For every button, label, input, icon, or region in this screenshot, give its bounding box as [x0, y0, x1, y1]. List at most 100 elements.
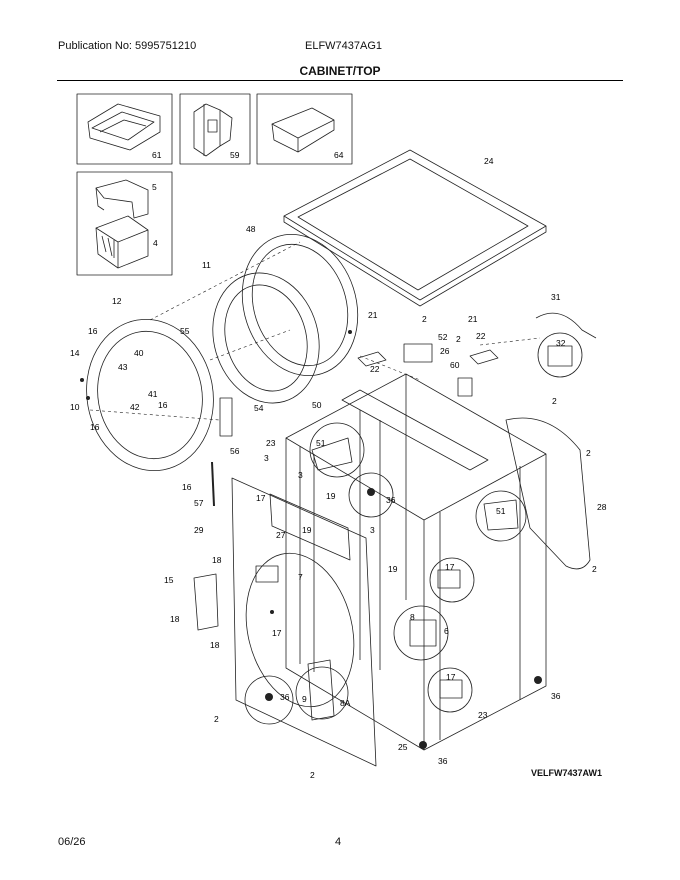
part-22-left	[357, 351, 387, 367]
callout-36: 36	[386, 495, 396, 505]
callout-12: 12	[112, 296, 122, 306]
model-number: ELFW7437AG1	[305, 40, 383, 52]
footer-date: 06/26	[58, 836, 86, 848]
callout-15: 15	[164, 575, 174, 585]
callout-26: 26	[440, 346, 450, 356]
callout-2: 2	[214, 714, 219, 724]
inset-box-64	[256, 93, 353, 165]
callout-54: 54	[254, 403, 264, 413]
callout-50: 50	[312, 400, 322, 410]
detail-circle-32	[537, 332, 583, 378]
page-number: 4	[335, 836, 342, 848]
callout-23: 23	[478, 710, 488, 720]
callout-48: 48	[246, 224, 256, 234]
callout-36: 36	[438, 756, 448, 766]
part-59-illustration	[193, 103, 233, 157]
detail-circle-9-8a	[295, 666, 349, 720]
detail-circle-8-6	[393, 605, 449, 661]
top-panel	[283, 149, 547, 307]
detail-circle-36-top	[348, 472, 394, 518]
callout-10: 10	[70, 402, 80, 412]
outer-door	[86, 318, 214, 472]
front-panel	[231, 477, 377, 767]
hinge-rod	[211, 461, 215, 507]
callout-6: 6	[444, 626, 449, 636]
callout-28: 28	[597, 502, 607, 512]
callout-16: 16	[90, 422, 100, 432]
top-rail	[341, 389, 489, 471]
detail-circle-51-right	[475, 490, 527, 542]
callout-3: 3	[264, 453, 269, 463]
detail-circle-36-left	[244, 675, 294, 725]
callout-17: 17	[445, 562, 455, 572]
callout-16: 16	[88, 326, 98, 336]
door-glass	[212, 272, 320, 404]
publication-number: Publication No: 5995751210	[58, 40, 197, 52]
callout-18: 18	[212, 555, 222, 565]
callout-40: 40	[134, 348, 144, 358]
callout-22: 22	[476, 331, 486, 341]
cabinet-body	[285, 373, 547, 751]
callout-42: 42	[130, 402, 140, 412]
callout-22: 22	[370, 364, 380, 374]
callout-55: 55	[180, 326, 190, 336]
detail-circle-17-top	[429, 557, 475, 603]
header-rule	[57, 80, 623, 81]
callout-52: 52	[438, 332, 448, 342]
detail-circle-17-bottom	[427, 667, 473, 713]
part-52-box	[403, 343, 433, 363]
callout-3: 3	[370, 525, 375, 535]
callout-3: 3	[298, 470, 303, 480]
callout-23: 23	[266, 438, 276, 448]
callout-31: 31	[551, 292, 561, 302]
callout-8: 8	[410, 612, 415, 622]
callout-27: 27	[276, 530, 286, 540]
callout-17: 17	[256, 493, 266, 503]
bracket-15	[193, 573, 219, 631]
callout-51: 51	[496, 506, 506, 516]
callout-43: 43	[118, 362, 128, 372]
part-8-body	[409, 619, 437, 647]
callout-2: 2	[456, 334, 461, 344]
callout-11: 11	[202, 260, 211, 270]
part-27	[255, 565, 279, 583]
assembly-lines	[89, 241, 541, 421]
callout-2: 2	[310, 770, 315, 780]
callout-14: 14	[70, 348, 80, 358]
door-hinge	[219, 397, 233, 437]
callout-2: 2	[586, 448, 591, 458]
detail-circle-51-left	[309, 422, 365, 478]
callout-41: 41	[148, 389, 158, 399]
callout-2: 2	[422, 314, 427, 324]
part-17-top-body	[437, 569, 461, 589]
callout-8a: 8A	[340, 698, 351, 708]
callout-2: 2	[552, 396, 557, 406]
callout-29: 29	[194, 525, 204, 535]
callout-9: 9	[302, 694, 307, 704]
callout-51: 51	[316, 438, 326, 448]
inset-box-61	[76, 93, 173, 165]
callout-5: 5	[152, 182, 157, 192]
callout-16: 16	[158, 400, 168, 410]
part-5-illustration	[95, 179, 149, 219]
part-51-right-body	[483, 499, 519, 531]
section-title: CABINET/TOP	[299, 64, 381, 78]
part-32-body	[547, 345, 573, 367]
callout-2: 2	[592, 564, 597, 574]
callout-19: 19	[388, 564, 398, 574]
callout-17: 17	[446, 672, 456, 682]
callout-24: 24	[484, 156, 494, 166]
callout-57: 57	[194, 498, 204, 508]
callout-59: 59	[230, 150, 240, 160]
callout-18: 18	[170, 614, 180, 624]
callout-61: 61	[152, 150, 162, 160]
part-60	[457, 377, 473, 397]
callout-4: 4	[153, 238, 158, 248]
callout-56: 56	[230, 446, 240, 456]
callout-21: 21	[468, 314, 478, 324]
callout-18: 18	[210, 640, 220, 650]
callout-19: 19	[326, 491, 336, 501]
inset-box-5-4	[76, 171, 173, 276]
callout-labels: 61 59 64 5 4 24 48 11 12 16 55 14 40 43 …	[70, 150, 607, 780]
